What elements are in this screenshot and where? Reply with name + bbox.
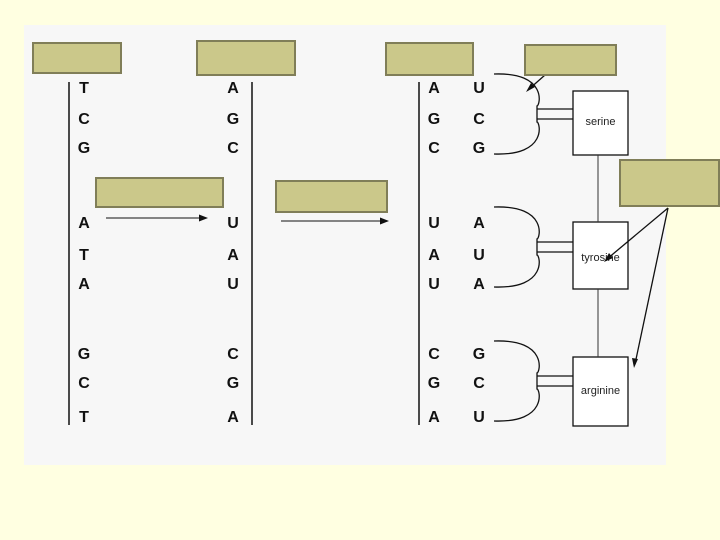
- codon-base: A: [428, 80, 440, 97]
- anticodon-base: C: [473, 111, 485, 128]
- anticodon-base: G: [473, 346, 485, 363]
- trna-loop: [493, 73, 540, 155]
- dna-base: A: [78, 215, 90, 232]
- trna-loop: [493, 340, 540, 422]
- translation-label-box: [275, 180, 388, 213]
- dna-base: A: [78, 276, 90, 293]
- mrna-base: C: [227, 346, 239, 363]
- mrna-label-box: [196, 40, 296, 76]
- codon-base: U: [428, 276, 440, 293]
- codon-base: C: [428, 140, 440, 157]
- mrna-base: G: [227, 111, 239, 128]
- anticodon-base: U: [473, 247, 485, 264]
- translation-arrow: [281, 217, 389, 225]
- mrna-base: A: [227, 409, 239, 426]
- codon-base: G: [428, 111, 440, 128]
- mrna-base: U: [227, 215, 239, 232]
- codon-base: A: [428, 409, 440, 426]
- dna-label-box: [32, 42, 122, 74]
- dna-base: T: [79, 409, 89, 426]
- dna-base: C: [78, 375, 90, 392]
- anticodon-base: U: [473, 80, 485, 97]
- amino-acid-label: arginine: [581, 385, 620, 397]
- mrna-base: C: [227, 140, 239, 157]
- anticodon-base: A: [473, 276, 485, 293]
- mrna-base: G: [227, 375, 239, 392]
- transcription-arrow: [106, 214, 208, 222]
- transcription-label-box: [95, 177, 224, 208]
- diagram-panel: [24, 25, 666, 465]
- anticodon-base: C: [473, 375, 485, 392]
- anticodon-base: A: [473, 215, 485, 232]
- dna-base: T: [79, 247, 89, 264]
- amino-acid-box: [572, 221, 629, 290]
- anticodon-base: G: [473, 140, 485, 157]
- codon-base: G: [428, 375, 440, 392]
- callout-pointer-lines: [526, 74, 669, 368]
- codon-base: U: [428, 215, 440, 232]
- codon-base: A: [428, 247, 440, 264]
- codon-label-box: [385, 42, 474, 76]
- dna-base: G: [78, 346, 90, 363]
- anticodon-base: U: [473, 409, 485, 426]
- mrna-base: A: [227, 247, 239, 264]
- mrna-base: A: [227, 80, 239, 97]
- amino-acid-box: [572, 90, 629, 156]
- anticodon-label-box: [524, 44, 617, 76]
- amino-acid-label: serine: [586, 116, 616, 128]
- trna-loop: [493, 206, 540, 288]
- mrna-base: U: [227, 276, 239, 293]
- codon-base: C: [428, 346, 440, 363]
- dna-base: C: [78, 111, 90, 128]
- amino-acid-label-box: [619, 159, 720, 207]
- dna-base: G: [78, 140, 90, 157]
- amino-acid-box: [572, 356, 629, 427]
- dna-base: T: [79, 80, 89, 97]
